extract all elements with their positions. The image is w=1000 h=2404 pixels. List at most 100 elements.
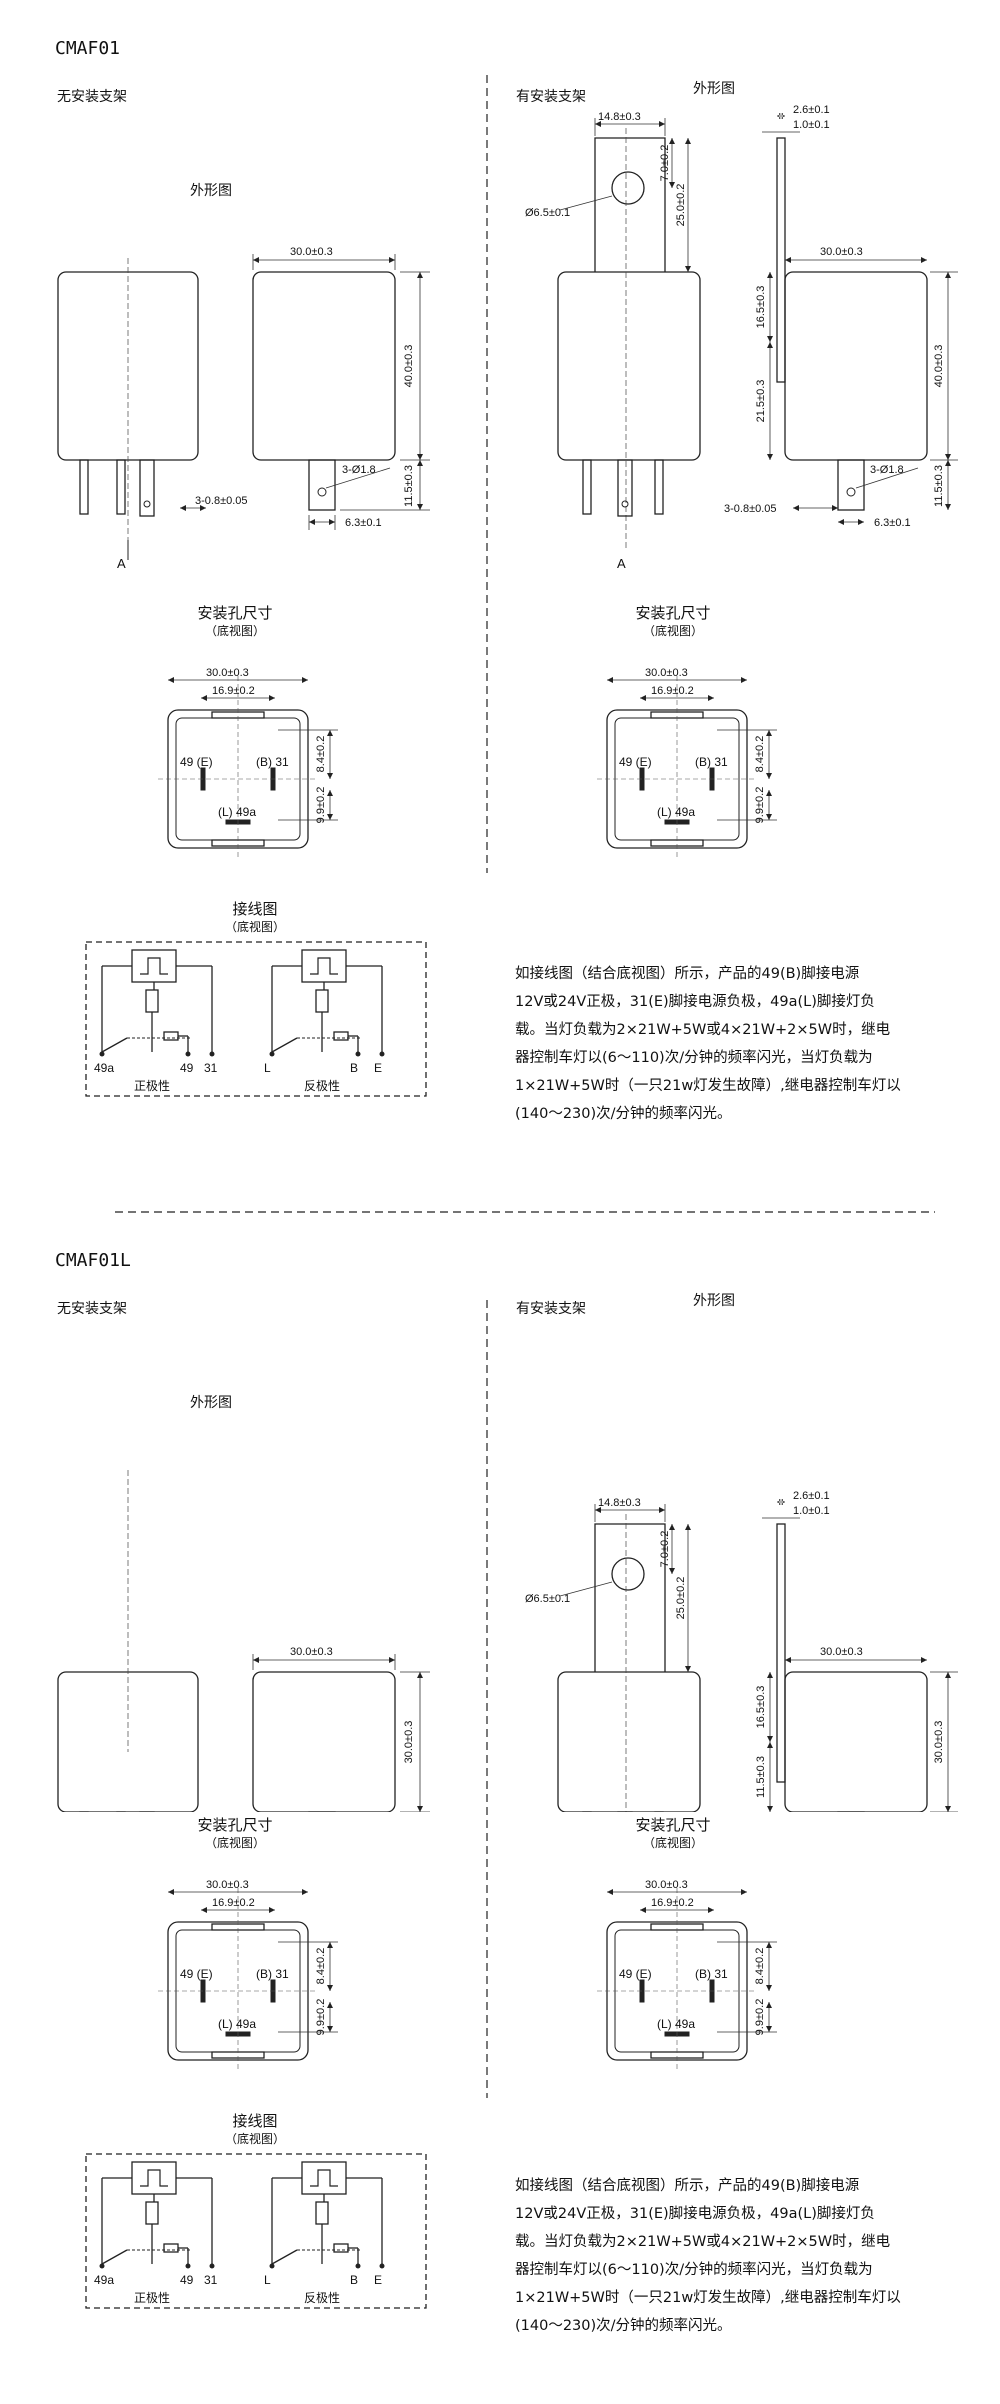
dim-arrow	[327, 2002, 333, 2032]
pin-label-right: (B) 31	[695, 755, 728, 769]
pin-hole	[621, 500, 629, 508]
outline-drawing: A30.0±0.330.0±0.311.5±0.33-Ø1.83-0.8±0.0…	[57, 1470, 958, 1812]
pin-label-left: 49 (E)	[180, 755, 213, 769]
dim-height: 30.0±0.3	[933, 1721, 945, 1764]
dim-mount-v2: 9.9±0.2	[315, 1999, 327, 2036]
dim-width: 30.0±0.3	[820, 246, 863, 258]
outline-label-right: 外形图	[693, 81, 735, 97]
dim-bracket-hole: Ø6.5±0.1	[525, 207, 570, 219]
terminal-dot	[99, 1051, 105, 1057]
dim-width: 30.0±0.3	[290, 246, 333, 258]
wiring-frame	[85, 2153, 427, 2309]
dim-arrow	[327, 790, 333, 820]
dim-mount-inner: 16.9±0.2	[651, 1897, 694, 1909]
terminal-dot	[209, 1051, 215, 1057]
mount-sub-right: （底视图）	[642, 624, 703, 638]
mount-drawing: 30.0±0.316.9±0.249 (E)(B) 31(L) 49a8.4±0…	[158, 1879, 777, 2070]
terminal-dot	[355, 2263, 361, 2269]
dim-arrow	[766, 730, 772, 779]
dim-mount-v2: 9.9±0.2	[754, 1999, 766, 2036]
view-arrow-label: A	[617, 556, 626, 571]
dim-mount-v1: 8.4±0.2	[315, 1948, 327, 1985]
coil-icon	[145, 2201, 159, 2225]
terminal-label: B	[350, 1061, 358, 1075]
pin	[654, 459, 664, 515]
terminal-dot	[185, 1051, 191, 1057]
pulse-icon	[310, 957, 338, 975]
terminal-label: 49	[180, 1061, 194, 1075]
dim-arrow	[945, 460, 951, 510]
coil-icon	[145, 989, 159, 1013]
relay-body-front-bracket	[557, 271, 701, 461]
dim-pin-hole: 3-Ø1.8	[342, 464, 376, 476]
pin-label-bottom: (L) 49a	[218, 2017, 256, 2031]
with-bracket-label: 有安装支架	[516, 89, 586, 105]
wiring-label: 接线图	[232, 900, 278, 918]
dim-mount-width: 30.0±0.3	[206, 1879, 249, 1891]
bracket-hole	[611, 1557, 645, 1591]
bracket-hole	[611, 171, 645, 205]
dim-arrow	[327, 730, 333, 779]
dim-bracket-offset: 7.0±0.2	[659, 1531, 671, 1568]
dim-bracket-height: 25.0±0.2	[675, 184, 687, 227]
wiring-label: 接线图	[232, 2112, 278, 2130]
dim-mount-inner: 16.9±0.2	[212, 1897, 255, 1909]
switch-contact	[271, 1037, 298, 1053]
mount-label-right: 安装孔尺寸	[635, 1816, 711, 1834]
dim-pin-length: 11.5±0.3	[403, 465, 415, 507]
switch-contact	[101, 1037, 128, 1053]
terminal-dot	[185, 2263, 191, 2269]
pin-label-right: (B) 31	[256, 755, 289, 769]
bracket-plate	[594, 1523, 666, 1672]
outline-label-left: 外形图	[190, 183, 232, 199]
terminal-label: B	[350, 2273, 358, 2287]
dim-mount-v2: 9.9±0.2	[754, 787, 766, 824]
resistor-icon	[163, 2243, 179, 2253]
section-cmaf01l: CMAF01L 无安装支架 有安装支架 外形图 外形图 A30.0±0.330.…	[0, 1212, 1000, 2404]
terminal-label: 31	[204, 1061, 218, 1075]
terminal-label: 49	[180, 2273, 194, 2287]
flasher-symbol	[131, 2161, 177, 2195]
pin-label-bottom: (L) 49a	[218, 805, 256, 819]
dim-height: 40.0±0.3	[933, 345, 945, 388]
mount-sub-right: （底视图）	[642, 1836, 703, 1850]
pin	[139, 459, 155, 517]
dim-mount-width: 30.0±0.3	[206, 667, 249, 679]
side-pin	[308, 459, 336, 511]
pin-hole	[846, 487, 856, 497]
bracket-side	[776, 1523, 786, 1783]
relay-body-side-bracket	[784, 271, 928, 461]
wiring-sub: （底视图）	[224, 920, 285, 934]
bracket-side	[776, 137, 786, 383]
terminal-dot	[355, 1051, 361, 1057]
pin-label-bottom: (L) 49a	[657, 805, 695, 819]
dim-arrow	[777, 113, 785, 119]
dim-mount-v1: 8.4±0.2	[315, 736, 327, 773]
dim-bracket-height: 25.0±0.2	[675, 1577, 687, 1620]
dim-bracket-side-upper: 16.5±0.3	[755, 286, 767, 329]
mount-sub-left: （底视图）	[204, 1836, 265, 1850]
outline-label-left: 外形图	[190, 1395, 232, 1411]
dim-bracket-thickness: 2.6±0.1	[793, 1490, 830, 1502]
polarity-caption: 正极性	[134, 1079, 170, 1093]
description-text: 如接线图（结合底视图）所示，产品的49(B)脚接电源 12V或24V正极，31(…	[515, 2178, 901, 2334]
dim-arrow	[766, 790, 772, 820]
terminal-dot	[99, 2263, 105, 2269]
resistor-icon	[163, 1031, 179, 1041]
dim-bracket-thickness2: 1.0±0.1	[793, 119, 830, 131]
dim-arrow	[180, 505, 206, 511]
dim-arrow	[327, 1942, 333, 1991]
dim-pin-thickness: 3-0.8±0.05	[724, 503, 777, 515]
terminal-label: E	[374, 2273, 382, 2287]
pin-label-right: (B) 31	[695, 1967, 728, 1981]
switch-contact	[101, 2249, 128, 2265]
wiring-frame	[85, 941, 427, 1097]
dim-bracket-hole: Ø6.5±0.1	[525, 1593, 570, 1605]
resistor-icon	[333, 2243, 349, 2253]
mount-drawing: 30.0±0.316.9±0.249 (E)(B) 31(L) 49a8.4±0…	[158, 667, 777, 858]
terminal-dot	[269, 2263, 275, 2269]
terminal-label: L	[264, 2273, 271, 2287]
dim-pin-length: 11.5±0.3	[933, 465, 945, 507]
